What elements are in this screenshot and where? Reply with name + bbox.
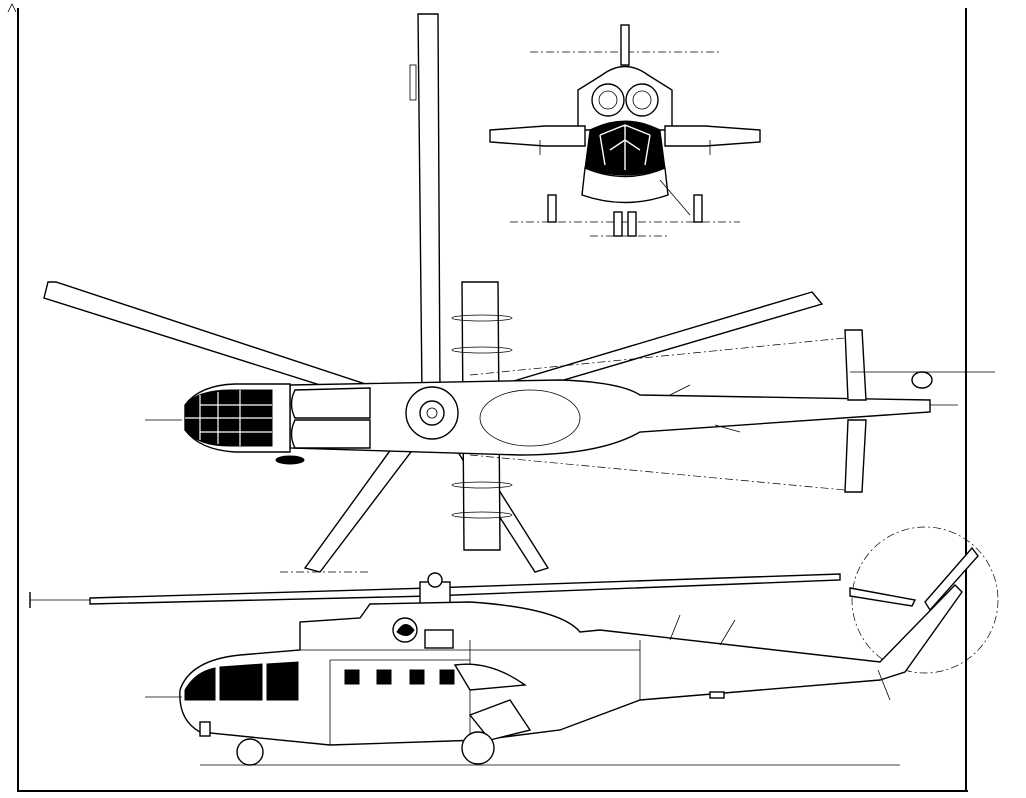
drawing-frame — [7, 3, 968, 792]
front-view — [489, 24, 761, 237]
side-view — [29, 526, 999, 766]
top-view — [43, 13, 995, 573]
